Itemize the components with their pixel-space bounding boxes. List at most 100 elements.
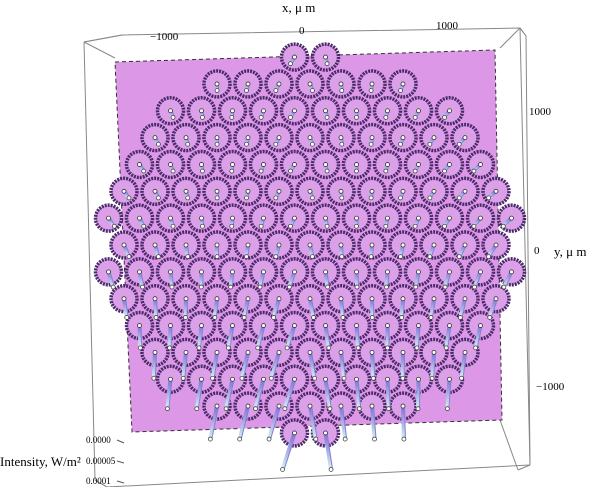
needle-tip (444, 406, 450, 412)
needle-tip (155, 195, 161, 201)
needle-shaft (267, 404, 281, 442)
needle-base (183, 242, 189, 248)
needle-base (385, 215, 390, 221)
y-tick-label: 1000 (529, 106, 552, 118)
needle-tip (214, 254, 220, 260)
needle-tip (223, 406, 229, 412)
intensity-needle (471, 215, 483, 229)
needle-base (338, 81, 344, 87)
needle-tip (153, 315, 159, 320)
needle-tip (196, 345, 202, 351)
needle-base (400, 135, 406, 141)
intensity-needle (427, 242, 437, 260)
intensity-needle (121, 296, 130, 320)
needle-edge (461, 298, 467, 318)
needle-shaft (323, 377, 332, 411)
needle-edge (261, 271, 266, 288)
needle-base (276, 242, 282, 248)
needle-tip (427, 195, 433, 201)
intensity-needle (323, 215, 330, 229)
z-tick-label: 0.0000 (86, 435, 111, 445)
intensity-needle (459, 349, 468, 381)
intensity-needle (212, 296, 220, 320)
needle-shaft (339, 296, 345, 320)
needle-base (214, 403, 220, 409)
needle-tip (501, 284, 507, 290)
intensity-needle (152, 188, 161, 201)
needle-base (152, 188, 158, 194)
needle-tip (354, 223, 359, 229)
intensity-needle (168, 215, 176, 229)
intensity-needle (288, 54, 297, 67)
needle-tip (244, 141, 249, 147)
needle-shaft (228, 269, 235, 290)
needle-tip (309, 141, 315, 147)
needle-base (168, 162, 173, 167)
intensity-needle (210, 349, 220, 381)
needle-shaft (472, 269, 483, 290)
needle-tip (210, 375, 215, 381)
intensity-needle (151, 349, 158, 381)
intensity-needle (244, 81, 251, 93)
intensity-needle (214, 188, 220, 201)
needle-tip (415, 406, 421, 412)
needle-shaft (183, 296, 188, 320)
needle-tip (339, 195, 345, 201)
intensity-needle (500, 215, 514, 229)
needle-base (431, 188, 437, 194)
needle-tip (313, 436, 319, 442)
needle-base (230, 269, 235, 275)
needle-tip (229, 223, 235, 229)
needle-base (493, 242, 499, 248)
intensity-needle (338, 403, 348, 442)
intensity-needle (323, 323, 332, 351)
needle-tip (273, 141, 279, 147)
needle-base (323, 108, 328, 114)
intensity-needle (383, 215, 390, 229)
needle-tip (282, 406, 288, 412)
intensity-needle (241, 296, 251, 320)
needle-shaft (414, 323, 421, 350)
needle-base (447, 162, 452, 167)
needle-base (400, 349, 406, 355)
z-tick-label: 0.00005 (86, 456, 116, 466)
needle-tip (266, 436, 272, 442)
needle-base (462, 188, 468, 194)
needle-tip (326, 345, 332, 351)
needle-edge (171, 271, 174, 288)
intensity-needle (207, 403, 220, 442)
needle-base (400, 188, 406, 194)
needle-shaft (445, 377, 452, 411)
needle-tip (339, 141, 345, 147)
intensity-needle (368, 188, 375, 201)
needle-tip (413, 284, 419, 290)
needle-edge (215, 298, 219, 318)
needle-base (462, 349, 468, 355)
needle-tip (288, 223, 293, 229)
needle-tip (258, 223, 264, 229)
intensity-needle (258, 108, 266, 120)
needle-edge (213, 352, 219, 379)
needle-tip (340, 315, 346, 320)
needle-base (168, 376, 173, 382)
needle-tip (324, 61, 330, 67)
needle-shaft (354, 377, 362, 411)
needle-edge (504, 271, 514, 288)
needle-shaft (197, 323, 204, 350)
intensity-needle (244, 188, 251, 201)
needle-shaft (308, 296, 316, 320)
needle-base (245, 403, 251, 409)
intensity-needle (237, 403, 251, 442)
needle-base (431, 135, 437, 141)
needle-base (261, 215, 266, 221)
needle-base (354, 323, 359, 328)
needle-base (214, 296, 220, 302)
needle-tip (398, 141, 403, 147)
needle-tip (356, 406, 362, 412)
needle-base (121, 188, 127, 194)
needle-base (230, 108, 235, 114)
needle-base (354, 376, 359, 382)
needle-tip (239, 375, 245, 381)
needle-tip (137, 345, 143, 351)
needle-base (385, 108, 390, 114)
